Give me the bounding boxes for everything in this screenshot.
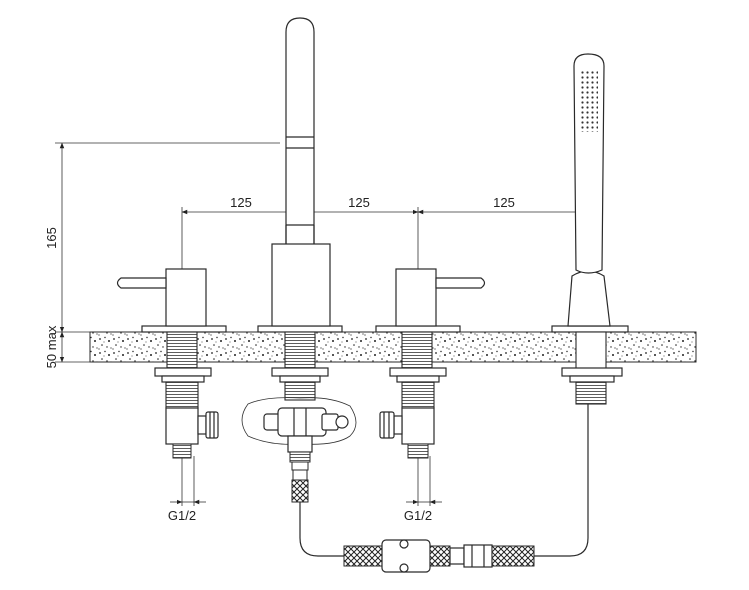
thread-label-right: G1/2: [404, 508, 432, 523]
left-valve: [116, 268, 227, 459]
center-spout: [241, 17, 357, 503]
thread-label-left: G1/2: [168, 508, 196, 523]
deck-thickness-label: 50 max: [44, 325, 59, 368]
right-valve: [375, 268, 486, 459]
height-label: 165: [44, 227, 59, 249]
spacing-label-left: 125: [230, 195, 252, 210]
shower-hose: [299, 404, 589, 573]
spacing-label-middle: 125: [348, 195, 370, 210]
hand-shower: [551, 53, 629, 405]
spacing-label-right: 125: [493, 195, 515, 210]
